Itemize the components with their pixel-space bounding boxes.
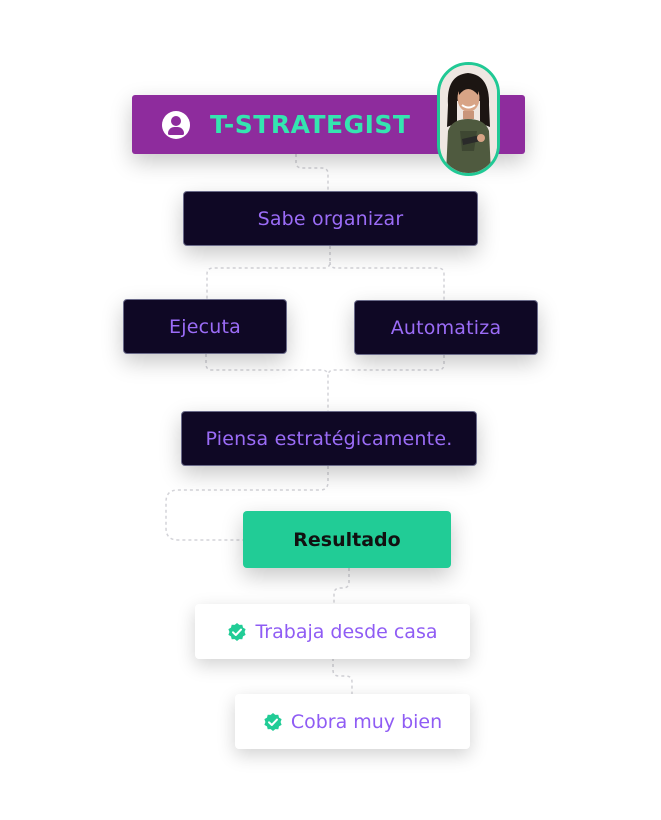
step-ejecuta: Ejecuta [123, 299, 287, 354]
connector-automatiza-merge [327, 355, 445, 377]
connector-organizar-split [206, 246, 331, 299]
step-ejecuta-label: Ejecuta [169, 315, 241, 338]
profile-photo [437, 62, 500, 176]
step-automatiza-label: Automatiza [390, 316, 502, 339]
step-sabe-organizar-label: Sabe organizar [257, 207, 404, 230]
outcome-label: Cobra muy bien [290, 710, 443, 733]
check-badge-icon [264, 712, 282, 731]
user-icon [162, 110, 190, 139]
outcome-trabaja-desde-casa: Trabaja desde casa [195, 604, 470, 659]
connector-result-to-casa [333, 568, 350, 604]
step-piensa-label: Piensa estratégicamente. [205, 427, 453, 450]
header-title: T-STRATEGIST [210, 110, 411, 139]
connector-piensa-to-result [165, 466, 329, 541]
outcome-cobra-muy-bien: Cobra muy bien [235, 694, 470, 749]
step-automatiza: Automatiza [354, 300, 538, 355]
connector-header-to-organizar [295, 154, 329, 191]
result-node: Resultado [243, 511, 451, 568]
step-sabe-organizar: Sabe organizar [183, 191, 478, 246]
check-badge-icon [228, 622, 247, 641]
result-label: Resultado [293, 528, 401, 551]
step-piensa-estrategicamente: Piensa estratégicamente. [181, 411, 477, 466]
connector-ejecuta-merge [205, 354, 329, 411]
outcome-label: Trabaja desde casa [255, 620, 438, 643]
connector-casa-to-cobra [332, 658, 353, 694]
connector-organizar-to-automatiza [329, 261, 445, 300]
avatar-illustration [440, 65, 497, 173]
